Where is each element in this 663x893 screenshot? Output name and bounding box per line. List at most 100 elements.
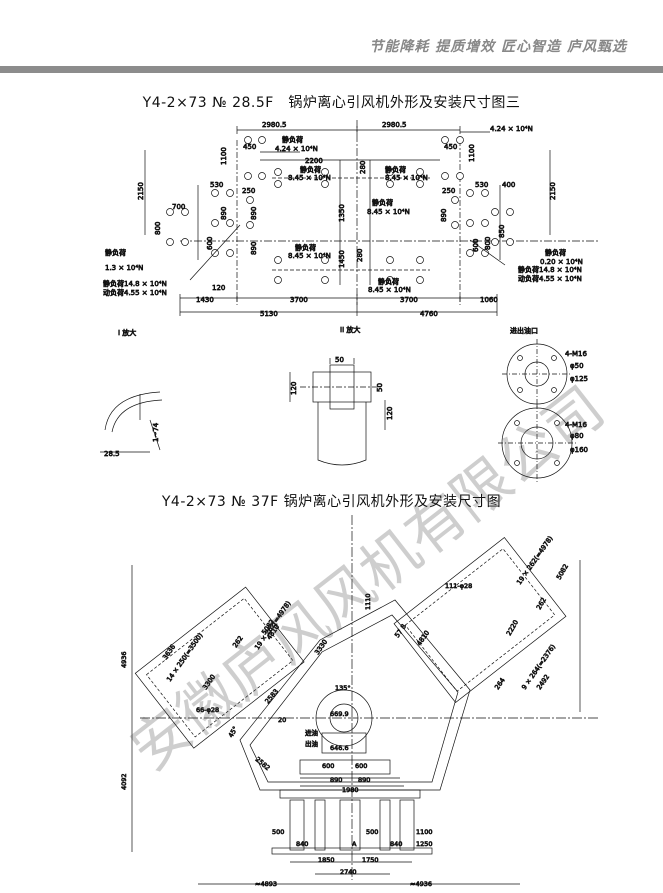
detail-I-dim-2: 28.5 xyxy=(104,450,120,458)
f1-load-bl-3: 静负荷14.8 × 10⁴N xyxy=(103,279,167,288)
f1-load-low-3: 静负荷 xyxy=(378,277,399,286)
inlet-a-bolts: 4-M16 xyxy=(565,350,587,358)
figure1-plan xyxy=(144,120,600,316)
f1-dim-3700-left: 3700 xyxy=(290,296,308,304)
f1-dim-450-left: 450 xyxy=(243,143,256,151)
inlet-a-phi50: φ50 xyxy=(570,362,584,370)
inlet-b-phi80: φ80 xyxy=(570,432,584,440)
f1-dim-530-right: 530 xyxy=(475,181,488,189)
detail-I-title: I 放大 xyxy=(118,328,136,337)
inlet-title: 进出油口 xyxy=(510,326,538,335)
f1-dim-890-b: 890 xyxy=(250,207,258,220)
f2-dim-20: 20 xyxy=(278,716,286,724)
detail-II-dim-50-top: 50 xyxy=(335,356,344,364)
f1-dim-5130: 5130 xyxy=(260,310,278,318)
detail-II-dim-120-right: 120 xyxy=(386,407,394,420)
inlet-b-phi160: φ160 xyxy=(570,446,588,454)
detail-II-dim-120-left: 120 xyxy=(290,382,298,395)
f1-load-bl-2: 1.3 × 10⁴N xyxy=(105,264,143,272)
f2-dim-3636: 3636 xyxy=(161,643,177,661)
f2-dim-1250: 1250 xyxy=(416,840,433,848)
f2-mark-a: A xyxy=(352,840,357,848)
f1-load-top-left-2: 4.24 × 10⁴N xyxy=(275,145,318,153)
f2-dim-646: 646.6 xyxy=(330,744,349,752)
f2-dim-14-a: 14 × 250(=3500) xyxy=(165,632,204,684)
header-band xyxy=(0,66,663,73)
f1-load-br-4: 动负荷4.55 × 10⁴N xyxy=(518,274,582,283)
f2-dim-840-a: 840 xyxy=(296,840,308,848)
f1-dim-3700-right: 3700 xyxy=(400,296,418,304)
f1-dim-1060: 1060 xyxy=(480,296,498,304)
f1-load-mid-1: 静负荷 xyxy=(300,165,321,174)
f2-dim-600-a: 600 xyxy=(322,762,334,770)
f1-dim-400: 400 xyxy=(502,181,515,189)
f1-load-right-1: 静负荷 xyxy=(372,198,393,207)
f2-dim-2220: 2220 xyxy=(505,619,520,637)
f1-dim-1350: 1350 xyxy=(338,204,346,222)
detail-I-drawing xyxy=(100,391,163,453)
f2-dim-1850: 1850 xyxy=(318,856,335,864)
f2-dim-2740: 2740 xyxy=(340,868,357,876)
f1-load-top-right: 4.24 × 10⁴N xyxy=(490,125,533,133)
f1-load-br-1: 静负荷 xyxy=(545,248,566,257)
f1-dim-250-left: 250 xyxy=(242,187,255,195)
f1-dim-4760: 4760 xyxy=(420,310,438,318)
f1-load-mid-2: 8.45 × 10⁴N xyxy=(288,174,331,182)
f2-dim-2583: 2583 xyxy=(263,687,280,705)
f2-dim-4893: ≈4893 xyxy=(255,880,277,888)
f1-dim-800-right: 800 xyxy=(484,237,492,250)
f2-dim-2582: 2582 xyxy=(254,755,272,772)
f2-dim-19-b: 19 × 262(=4978) xyxy=(515,535,554,587)
f2-dim-4810-b: 4810 xyxy=(415,629,431,647)
detail-II-dim-50-side: 50 xyxy=(376,383,384,392)
f2-dim-3300: 3300 xyxy=(201,673,217,691)
f1-load-low-2: 8.45 × 10⁴N xyxy=(288,252,331,260)
f2-dim-66-holes: 66-φ28 xyxy=(196,706,219,714)
f2-dim-3330: 3330 xyxy=(313,638,329,656)
f1-dim-2200: 2200 xyxy=(305,157,323,165)
detail-I-dim-1: 1~74 xyxy=(152,422,160,442)
f2-dim-1100: 1100 xyxy=(416,828,433,836)
f1-load-mid-3: 静负荷 xyxy=(385,165,406,174)
f1-dim-2980-left: 2980.5 xyxy=(262,121,287,129)
f1-dim-800-left: 800 xyxy=(154,222,162,235)
f1-dim-850: 850 xyxy=(498,225,506,238)
f2-dim-4936-left: 4936 xyxy=(120,651,128,668)
detail-II-title: II 放大 xyxy=(340,325,360,334)
f2-dim-262-a: 262 xyxy=(231,634,245,649)
f2-dim-2492: 2492 xyxy=(535,673,551,691)
f1-dim-280-top: 280 xyxy=(359,161,367,174)
f2-dim-135: 135° xyxy=(335,684,351,692)
f2-label-inlet: 进油 xyxy=(305,728,318,737)
f2-dim-890-b: 890 xyxy=(358,776,370,784)
f1-load-br-3: 静负荷14.8 × 10⁴N xyxy=(518,265,582,274)
figure2-drawing xyxy=(131,515,600,885)
f2-dim-1750: 1750 xyxy=(362,856,379,864)
f1-dim-2980-right: 2980.5 xyxy=(382,121,407,129)
inlet-outlet-drawing xyxy=(498,339,576,482)
figure2-title: Y4-2×73 № 37F 锅炉离心引风机外形及安装尺寸图 xyxy=(161,494,502,510)
header-slogan: 节能降耗 提质增效 匠心智造 庐风甄选 xyxy=(369,39,627,55)
f2-dim-500-b: 500 xyxy=(366,828,378,836)
f2-dim-262-b: 262 xyxy=(535,596,548,611)
f2-dim-45: 45° xyxy=(227,725,240,739)
f2-dim-111-holes: 111-φ28 xyxy=(445,582,472,590)
f1-load-mid-4: 8.45 × 10⁴N xyxy=(385,174,428,182)
figure1-title: Y4-2×73 № 28.5F 锅炉离心引风机外形及安装尺寸图三 xyxy=(142,95,521,111)
f1-load-bl-1: 静负荷 xyxy=(105,248,126,257)
f1-dim-530-left: 530 xyxy=(210,181,223,189)
f1-dim-890-c: 890 xyxy=(250,242,258,255)
f1-dim-1100-left: 1100 xyxy=(220,147,228,165)
f2-label-outlet: 出油 xyxy=(305,739,318,748)
f2-dim-840-b: 840 xyxy=(390,840,402,848)
f1-dim-450-right: 450 xyxy=(444,143,457,151)
detail-II-drawing xyxy=(289,358,386,466)
f2-dim-600-b: 600 xyxy=(355,762,367,770)
f1-load-right-2: 8.45 × 10⁴N xyxy=(367,208,410,216)
f1-dim-600-left: 600 xyxy=(206,237,214,250)
f1-dim-2150-left: 2150 xyxy=(137,182,145,200)
f2-dim-19-a: 19 × 262(=4978) xyxy=(253,600,292,652)
f1-dim-600-right: 600 xyxy=(472,239,480,252)
f1-load-low-1: 静负荷 xyxy=(295,243,316,252)
